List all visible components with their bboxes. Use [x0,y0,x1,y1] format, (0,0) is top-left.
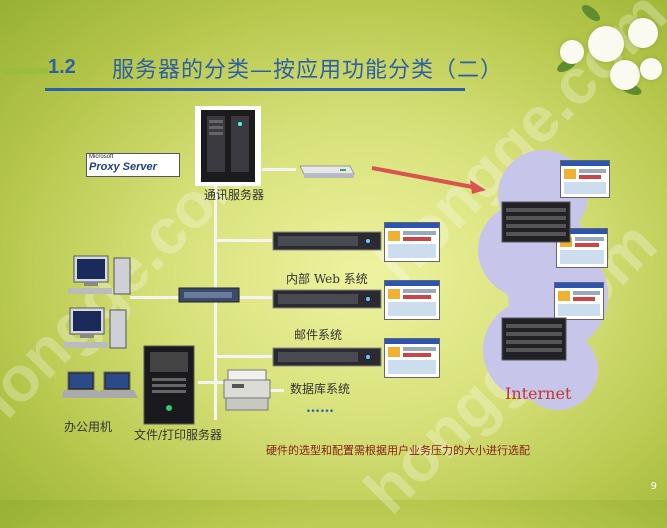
proxy-product: Proxy Server [89,161,157,173]
file-print-server-tower [140,344,198,426]
mail-thumbnail [384,280,440,320]
page-title: 服务器的分类—按应用功能分类（二） [112,58,504,83]
connector-line [214,355,272,358]
internet-server [500,200,572,244]
network-switch [178,286,240,304]
office-desktop-pc [62,306,134,352]
connector-line [270,389,284,392]
ellipsis: …… [306,400,334,416]
web-rack-server [272,230,382,252]
selection-note: 硬件的选型和配置需根据用户业务压力的大小进行选配 [266,444,530,457]
web-page-thumbnail [554,282,604,320]
arrow-to-internet [371,166,486,194]
title-underline [45,88,465,91]
title-accent-bar [0,68,48,74]
database-thumbnail [384,338,440,378]
database-label: 数据库系统 [290,382,351,396]
internet-server [500,316,568,362]
internet-label: Internet [505,384,572,403]
page-number: 9 [650,481,657,492]
office-pc-label: 办公用机 [64,420,113,434]
connector-line [130,296,186,299]
mail-rack-server [272,288,382,310]
comm-server-tower [195,106,261,186]
router-device [296,160,356,180]
proxy-brand: Microsoft [89,154,114,160]
file-print-label: 文件/打印服务器 [134,428,223,442]
comm-server-label: 通讯服务器 [204,188,265,202]
proxy-server-logo: Microsoft Proxy Server [86,153,180,177]
title-number: 1.2 [48,56,76,78]
flower-decoration [540,0,667,110]
connector-line [214,239,272,242]
internal-web-label: 内部 Web 系统 [286,272,368,286]
connector-line [262,168,296,171]
mail-label: 邮件系统 [294,328,343,342]
web-page-thumbnail [560,160,610,198]
printer [222,368,272,412]
connector-line [240,296,272,299]
office-desktop-pc [66,254,138,298]
web-page-thumbnail [384,222,440,262]
office-laptops [62,370,142,402]
database-rack-server [272,346,382,368]
connector-line [198,381,224,384]
